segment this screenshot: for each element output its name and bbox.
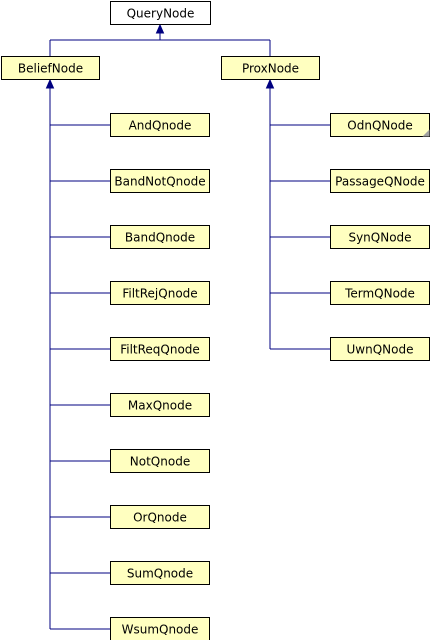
node-and-qnode-box — [110, 113, 210, 137]
node-uwn-qnode[interactable]: UwnQNode — [330, 337, 430, 361]
node-sum-qnode-label: SumQnode — [127, 567, 193, 581]
node-and-qnode-label: AndQnode — [129, 119, 192, 133]
node-and-qnode[interactable]: AndQnode — [110, 113, 210, 137]
node-filt-req-qnode[interactable]: FiltReqQnode — [110, 337, 210, 361]
node-band-not-qnode[interactable]: BandNotQnode — [110, 169, 210, 193]
node-belief-node-box — [1, 56, 100, 80]
arrowhead-root — [155, 23, 165, 34]
node-passage-qnode[interactable]: PassageQNode — [330, 169, 430, 193]
node-sum-qnode[interactable]: SumQnode — [110, 561, 210, 585]
node-sum-qnode-box — [110, 561, 210, 585]
node-max-qnode-box — [110, 393, 210, 417]
node-wsum-qnode[interactable]: WsumQnode — [110, 617, 210, 640]
node-term-qnode[interactable]: TermQNode — [330, 281, 430, 305]
node-prox-node-box — [221, 56, 320, 80]
node-or-qnode-label: OrQnode — [133, 511, 187, 525]
node-syn-qnode[interactable]: SynQNode — [330, 225, 430, 249]
node-passage-qnode-label: PassageQNode — [335, 175, 425, 189]
node-query-node-label: QueryNode — [127, 7, 195, 21]
node-odn-qnode-label: OdnQNode — [347, 119, 412, 133]
node-uwn-qnode-label: UwnQNode — [347, 343, 414, 357]
node-term-qnode-label: TermQNode — [344, 287, 415, 301]
node-band-qnode[interactable]: BandQnode — [110, 225, 210, 249]
node-query-node[interactable]: QueryNode — [110, 1, 211, 25]
node-or-qnode[interactable]: OrQnode — [110, 505, 210, 529]
node-band-qnode-label: BandQnode — [125, 231, 195, 245]
folded-corner-icon — [422, 129, 430, 137]
node-not-qnode-box — [110, 449, 210, 473]
node-or-qnode-box — [110, 505, 210, 529]
node-not-qnode[interactable]: NotQnode — [110, 449, 210, 473]
node-belief-node-label: BeliefNode — [18, 62, 83, 76]
edges-layer — [45, 23, 330, 630]
node-band-qnode-box — [110, 225, 210, 249]
node-filt-rej-qnode-box — [110, 281, 210, 305]
node-filt-rej-qnode-label: FiltRejQnode — [122, 287, 197, 301]
node-max-qnode[interactable]: MaxQnode — [110, 393, 210, 417]
node-wsum-qnode-label: WsumQnode — [122, 623, 199, 637]
node-belief-node[interactable]: BeliefNode — [1, 56, 100, 80]
node-not-qnode-label: NotQnode — [130, 455, 190, 469]
node-syn-qnode-label: SynQNode — [348, 231, 411, 245]
arrowhead-belief-node — [45, 78, 55, 89]
node-band-not-qnode-label: BandNotQnode — [114, 175, 205, 189]
node-query-node-box — [110, 1, 211, 25]
node-prox-node[interactable]: ProxNode — [221, 56, 320, 80]
node-wsum-qnode-box — [110, 617, 210, 640]
node-band-not-qnode-box — [110, 169, 210, 193]
node-filt-req-qnode-label: FiltReqQnode — [120, 343, 200, 357]
node-prox-node-label: ProxNode — [242, 62, 299, 76]
node-filt-req-qnode-box — [110, 337, 210, 361]
node-max-qnode-label: MaxQnode — [128, 399, 192, 413]
arrowhead-prox-node — [265, 78, 275, 89]
node-odn-qnode[interactable]: OdnQNode — [330, 113, 430, 137]
node-filt-rej-qnode[interactable]: FiltRejQnode — [110, 281, 210, 305]
